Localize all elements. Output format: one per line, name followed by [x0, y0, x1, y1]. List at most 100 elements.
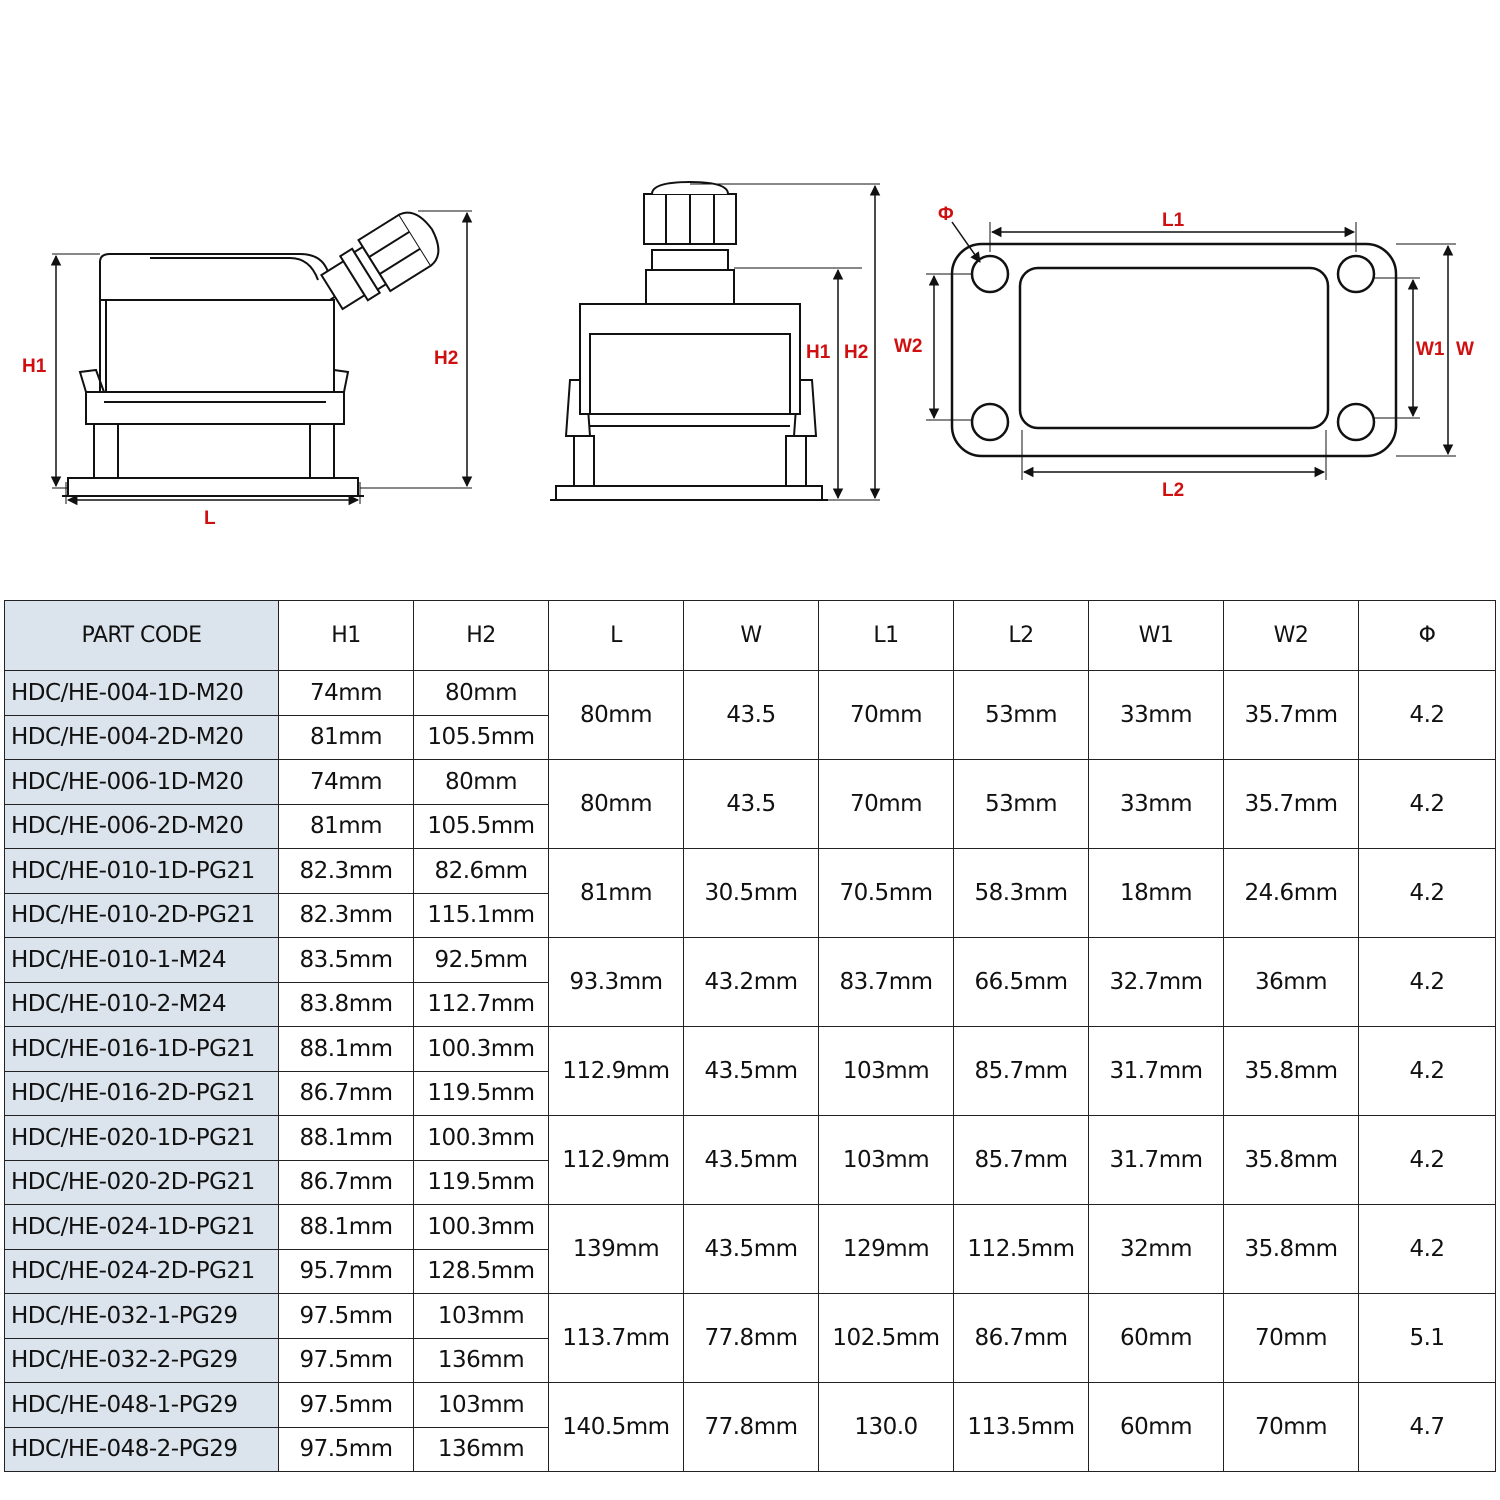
h1-cell: 81mm — [278, 803, 414, 849]
top-w1-label: W1 — [1416, 339, 1445, 360]
col-header-w2: W2 — [1223, 600, 1359, 671]
top-w-label: W — [1456, 339, 1474, 360]
l-cell: 93.3mm — [548, 937, 684, 1027]
w-cell: 43.2mm — [683, 937, 819, 1027]
part-code-cell: HDC/HE-032-2-PG29 — [4, 1337, 279, 1383]
side-l-label: L — [204, 508, 216, 529]
l2-cell: 53mm — [953, 670, 1089, 760]
part-code-cell: HDC/HE-010-2D-PG21 — [4, 892, 279, 938]
phi-cell: 4.2 — [1358, 759, 1496, 849]
w-cell: 43.5mm — [683, 1204, 819, 1294]
l1-cell: 70mm — [818, 759, 954, 849]
l-cell: 140.5mm — [548, 1382, 684, 1472]
w1-cell: 32mm — [1088, 1204, 1224, 1294]
part-code-cell: HDC/HE-010-1-M24 — [4, 937, 279, 983]
h2-cell: 103mm — [413, 1293, 549, 1339]
w-cell: 77.8mm — [683, 1382, 819, 1472]
phi-cell: 4.2 — [1358, 670, 1496, 760]
h2-cell: 100.3mm — [413, 1204, 549, 1250]
col-header-h2: H2 — [413, 600, 549, 671]
h1-cell: 97.5mm — [278, 1293, 414, 1339]
h1-cell: 88.1mm — [278, 1026, 414, 1072]
w2-cell: 35.8mm — [1223, 1204, 1359, 1294]
front-h2-label: H2 — [844, 342, 868, 363]
l-cell: 81mm — [548, 848, 684, 938]
part-code-cell: HDC/HE-016-2D-PG21 — [4, 1070, 279, 1116]
h1-cell: 82.3mm — [278, 848, 414, 894]
phi-cell: 4.2 — [1358, 937, 1496, 1027]
l1-cell: 130.0 — [818, 1382, 954, 1472]
col-header-l2: L2 — [953, 600, 1089, 671]
l1-cell: 103mm — [818, 1026, 954, 1116]
l2-cell: 66.5mm — [953, 937, 1089, 1027]
h1-cell: 86.7mm — [278, 1070, 414, 1116]
h1-cell: 86.7mm — [278, 1159, 414, 1205]
part-code-cell: HDC/HE-020-2D-PG21 — [4, 1159, 279, 1205]
l2-cell: 53mm — [953, 759, 1089, 849]
h1-cell: 97.5mm — [278, 1337, 414, 1383]
h2-cell: 80mm — [413, 759, 549, 805]
l1-cell: 102.5mm — [818, 1293, 954, 1383]
col-header-phi: Φ — [1358, 600, 1496, 671]
w2-cell: 35.7mm — [1223, 670, 1359, 760]
part-code-cell: HDC/HE-006-1D-M20 — [4, 759, 279, 805]
h2-cell: 128.5mm — [413, 1248, 549, 1294]
phi-cell: 4.2 — [1358, 1026, 1496, 1116]
l2-cell: 112.5mm — [953, 1204, 1089, 1294]
w1-cell: 33mm — [1088, 670, 1224, 760]
w1-cell: 60mm — [1088, 1382, 1224, 1472]
side-h2-label: H2 — [434, 348, 458, 369]
h1-cell: 74mm — [278, 759, 414, 805]
l2-cell: 85.7mm — [953, 1115, 1089, 1205]
part-code-cell: HDC/HE-004-2D-M20 — [4, 714, 279, 760]
h2-cell: 103mm — [413, 1382, 549, 1428]
w-cell: 43.5 — [683, 759, 819, 849]
h2-cell: 115.1mm — [413, 892, 549, 938]
w-cell: 77.8mm — [683, 1293, 819, 1383]
w1-cell: 32.7mm — [1088, 937, 1224, 1027]
h2-cell: 105.5mm — [413, 714, 549, 760]
w1-cell: 33mm — [1088, 759, 1224, 849]
phi-cell: 5.1 — [1358, 1293, 1496, 1383]
l1-cell: 83.7mm — [818, 937, 954, 1027]
top-l2-label: L2 — [1162, 480, 1184, 501]
h2-cell: 119.5mm — [413, 1159, 549, 1205]
l2-cell: 86.7mm — [953, 1293, 1089, 1383]
col-header-w1: W1 — [1088, 600, 1224, 671]
phi-cell: 4.7 — [1358, 1382, 1496, 1472]
h2-cell: 80mm — [413, 670, 549, 716]
col-header-part-code: PART CODE — [4, 600, 279, 671]
part-code-cell: HDC/HE-006-2D-M20 — [4, 803, 279, 849]
side-view-drawing — [50, 210, 473, 506]
part-code-cell: HDC/HE-048-2-PG29 — [4, 1426, 279, 1472]
l1-cell: 129mm — [818, 1204, 954, 1294]
w2-cell: 24.6mm — [1223, 848, 1359, 938]
h1-cell: 95.7mm — [278, 1248, 414, 1294]
w1-cell: 18mm — [1088, 848, 1224, 938]
table-header-row: PART CODE H1 H2 L W L1 L2 W1 W2 Φ — [4, 600, 1496, 671]
col-header-h1: H1 — [278, 600, 414, 671]
h1-cell: 88.1mm — [278, 1115, 414, 1161]
h2-cell: 100.3mm — [413, 1026, 549, 1072]
l1-cell: 70.5mm — [818, 848, 954, 938]
front-h1-label: H1 — [806, 342, 831, 363]
spec-table: PART CODE H1 H2 L W L1 L2 W1 W2 Φ HDC/HE… — [4, 600, 1496, 1472]
part-code-cell: HDC/HE-010-1D-PG21 — [4, 848, 279, 894]
top-phi-label: Φ — [938, 204, 954, 225]
w2-cell: 70mm — [1223, 1382, 1359, 1472]
h1-cell: 97.5mm — [278, 1382, 414, 1428]
h1-cell: 74mm — [278, 670, 414, 716]
h2-cell: 82.6mm — [413, 848, 549, 894]
